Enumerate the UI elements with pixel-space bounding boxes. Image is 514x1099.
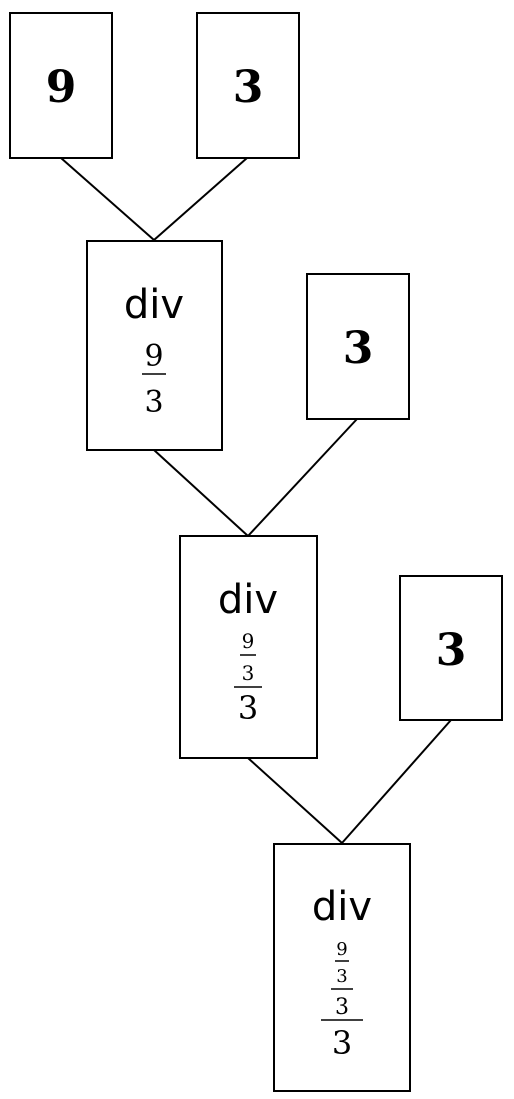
edge-div2-to-div3: [247, 757, 343, 844]
edge-3-to-div3: [341, 719, 452, 844]
fraction-denominator: 3: [238, 689, 258, 727]
div-label: div: [312, 884, 372, 930]
div-node-2: div 9 3 3: [179, 535, 318, 759]
edge-div1-to-div2: [153, 449, 249, 537]
edge-3-to-div1: [153, 157, 248, 241]
fraction-inner-denominator: 3: [336, 966, 347, 987]
fraction-inner-denominator: 3: [242, 661, 255, 685]
fraction-inner-numerator: 9: [242, 629, 255, 653]
edge-3-to-div2: [247, 418, 358, 537]
edge-9-to-div1: [60, 157, 155, 241]
leaf-value: 3: [343, 323, 374, 374]
leaf-node-3-mid: 3: [306, 273, 410, 420]
fraction-denominator: 3: [332, 1024, 352, 1062]
fraction-mid-denominator: 3: [335, 995, 349, 1020]
fraction-denominator: 3: [144, 385, 163, 420]
fraction-inner-numerator: 9: [336, 939, 347, 960]
div-label: div: [124, 282, 184, 328]
leaf-value: 3: [233, 62, 264, 113]
leaf-node-9: 9: [9, 12, 113, 159]
fraction-numerator: 9: [144, 339, 163, 374]
div-label: div: [218, 577, 278, 623]
leaf-value: 9: [46, 62, 77, 113]
leaf-node-3-low: 3: [399, 575, 503, 721]
leaf-node-3-top: 3: [196, 12, 300, 159]
leaf-value: 3: [436, 625, 467, 676]
div-node-3: div 9 3 3 3: [273, 843, 411, 1092]
div-node-1: div 9 3: [86, 240, 223, 451]
